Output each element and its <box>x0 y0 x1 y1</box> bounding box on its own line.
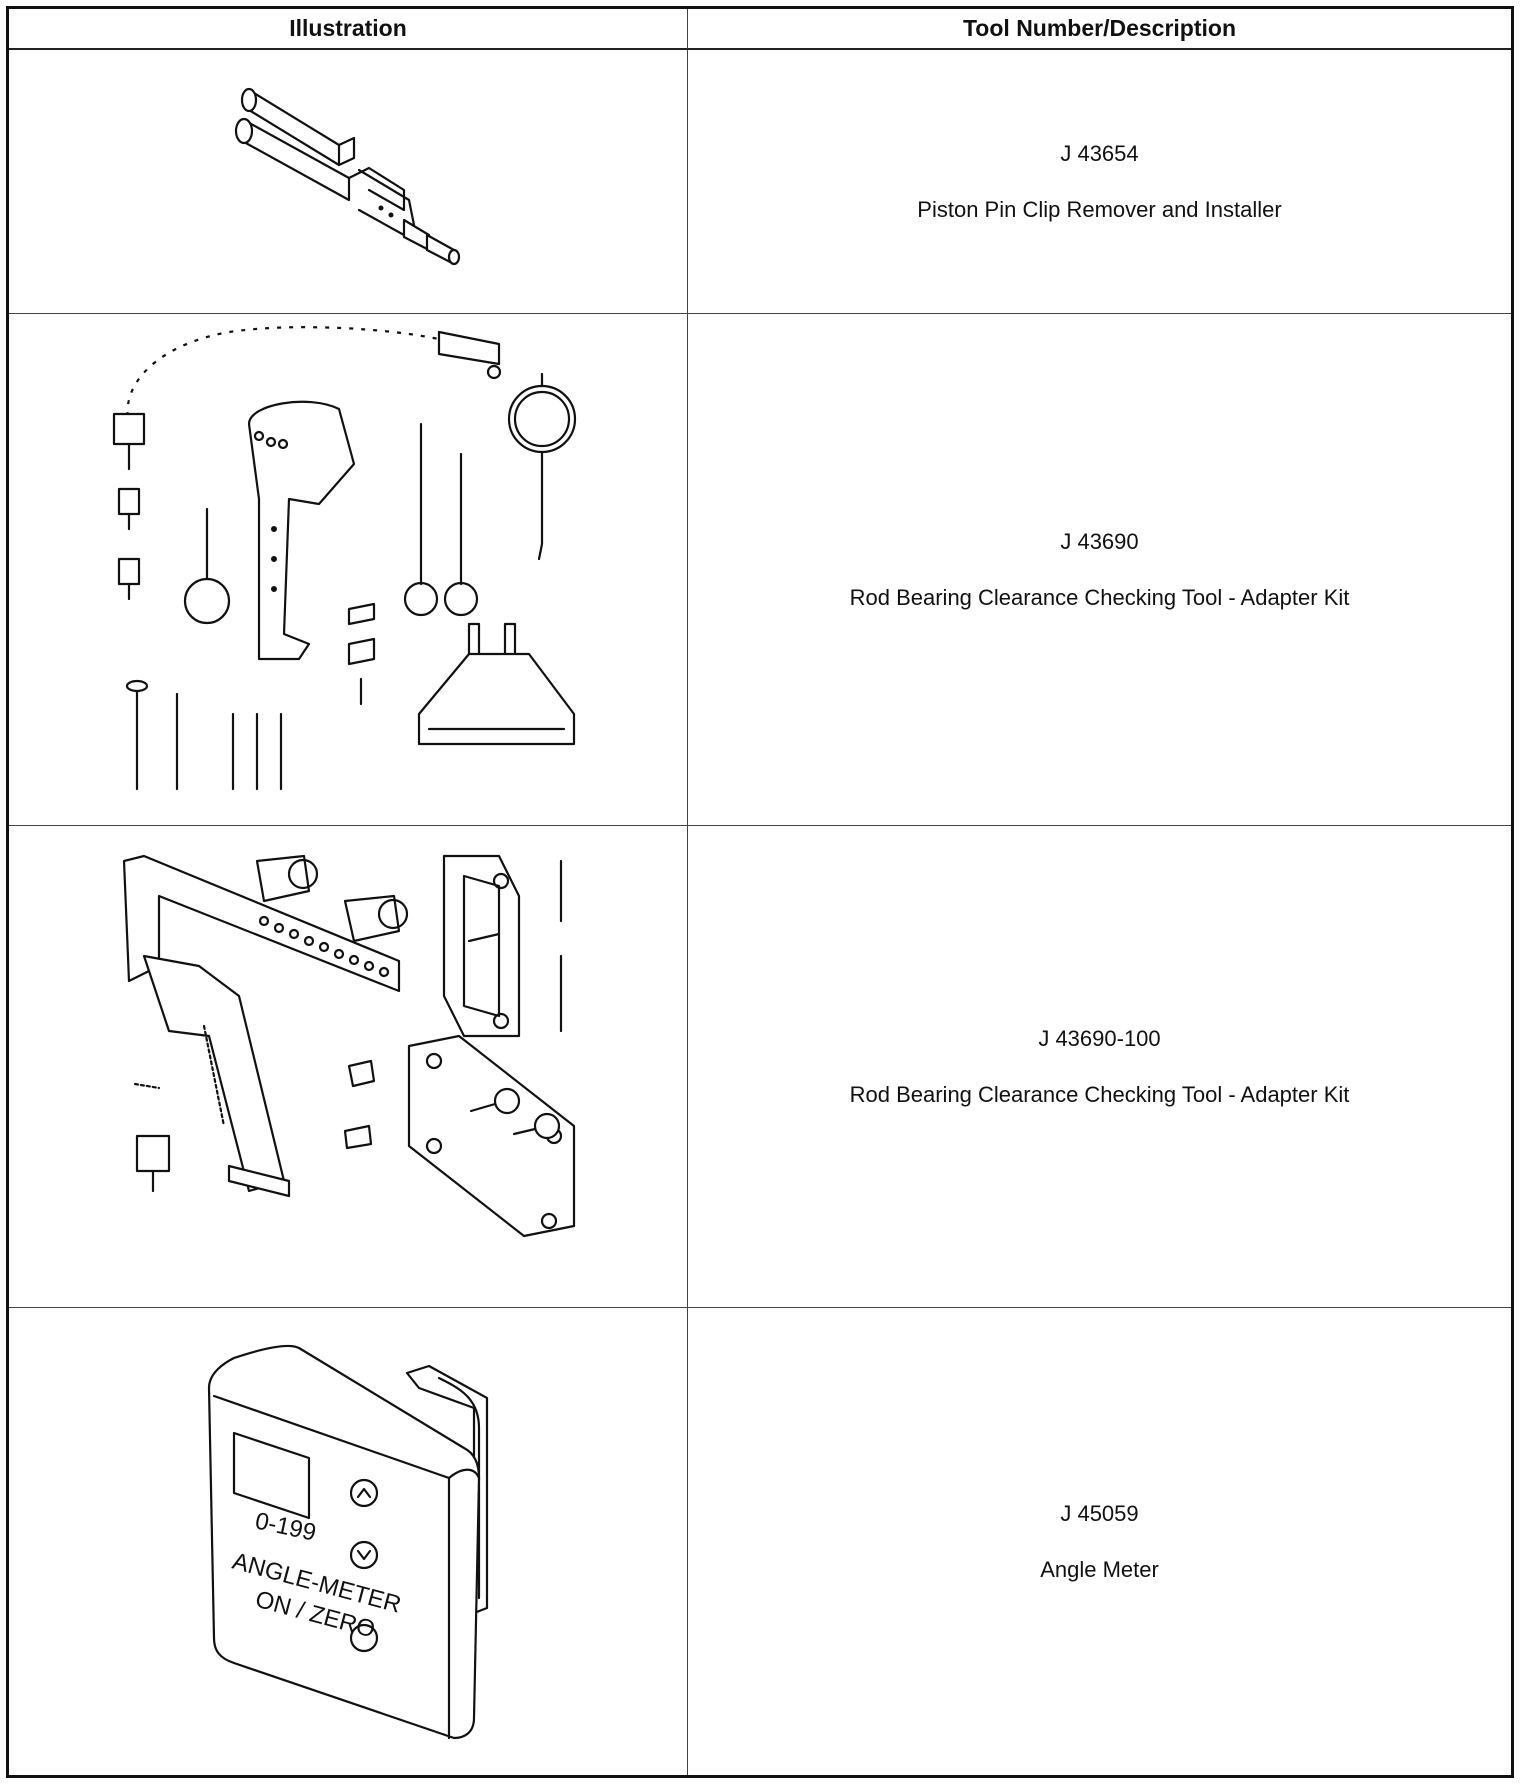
tool-description-cell: J 43690 Rod Bearing Clearance Checking T… <box>688 314 1511 826</box>
tool-description-cell: J 43654 Piston Pin Clip Remover and Inst… <box>688 50 1511 314</box>
tool-number: J 45059 <box>1060 1500 1139 1526</box>
tool-description: Rod Bearing Clearance Checking Tool - Ad… <box>849 584 1350 610</box>
tool-description: Piston Pin Clip Remover and Installer <box>917 196 1282 222</box>
tool-description: Rod Bearing Clearance Checking Tool - Ad… <box>849 1081 1350 1107</box>
header-tool-number-description: Tool Number/Description <box>688 9 1511 50</box>
illustration-piston-pin-clip-tool <box>9 50 688 314</box>
tool-number: J 43690-100 <box>1038 1025 1161 1051</box>
tool-description: Angle Meter <box>1040 1556 1159 1582</box>
tool-description-cell: J 43690-100 Rod Bearing Clearance Checki… <box>688 826 1511 1308</box>
illustration-angle-meter: 0-199 ANGLE-METER ON / ZERO <box>9 1308 688 1775</box>
rod-bearing-adapter-kit-100-drawing <box>122 854 576 1238</box>
angle-meter-drawing: 0-199 ANGLE-METER ON / ZERO <box>207 1344 489 1740</box>
tools-table: Illustration Tool Number/Description J 4… <box>6 6 1514 1778</box>
illustration-rod-bearing-adapter-kit-100 <box>9 826 688 1308</box>
piston-pin-clip-tool-drawing <box>234 87 461 266</box>
tool-description-cell: J 45059 Angle Meter <box>688 1308 1511 1775</box>
tool-number: J 43690 <box>1060 528 1139 554</box>
rod-bearing-adapter-kit-drawing <box>112 322 577 791</box>
header-illustration: Illustration <box>9 9 688 50</box>
illustration-rod-bearing-adapter-kit <box>9 314 688 826</box>
tool-number: J 43654 <box>1060 140 1139 166</box>
